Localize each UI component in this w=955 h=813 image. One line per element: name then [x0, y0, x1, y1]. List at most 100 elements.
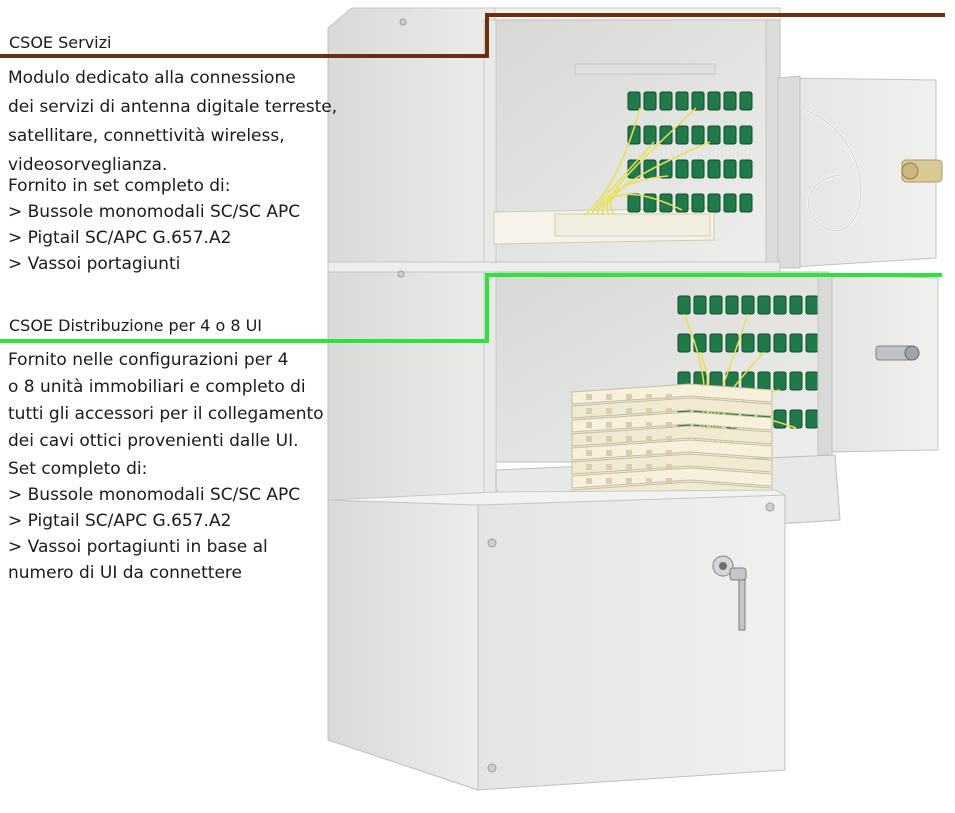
sc-adapter	[741, 333, 755, 353]
sc-adapter	[675, 159, 689, 179]
sc-adapter	[691, 125, 705, 145]
tray-slot	[626, 478, 632, 484]
sc-adapter	[789, 333, 803, 353]
servizi-description-line: dei servizi di antenna digitale terreste…	[8, 97, 338, 117]
sc-adapter	[739, 91, 753, 111]
sc-adapter	[691, 159, 705, 179]
sc-adapter	[805, 409, 819, 429]
servizi-sc-adapters	[584, 91, 753, 216]
tray-slot	[586, 478, 592, 484]
tray-slot	[626, 422, 632, 428]
sc-adapter	[627, 193, 641, 213]
tray-slot	[646, 436, 652, 442]
sc-adapter	[709, 333, 723, 353]
tray-slot	[606, 436, 612, 442]
sc-adapter	[789, 295, 803, 315]
sc-adapter	[773, 295, 787, 315]
sc-adapter	[723, 193, 737, 213]
distribuzione-description-line: dei cavi ottici provenienti dalle UI.	[8, 431, 299, 451]
sc-adapter	[805, 295, 819, 315]
tray-slot	[646, 478, 652, 484]
sc-adapter	[757, 371, 771, 391]
servizi-kit-line: > Vassoi portagiunti	[8, 254, 181, 274]
tray-slot	[666, 464, 672, 470]
servizi-description-line: videosorveglianza.	[8, 155, 168, 175]
sc-adapter	[725, 295, 739, 315]
tray-slot	[666, 450, 672, 456]
distribuzione-kit-list: Set completo di: > Bussole monomodali SC…	[8, 456, 300, 586]
sc-adapter	[805, 371, 819, 391]
servizi-title: CSOE Servizi	[9, 33, 112, 52]
sc-adapter	[789, 371, 803, 391]
splice-tray-stack	[571, 383, 773, 503]
sc-adapter	[707, 91, 721, 111]
servizi-description-line: Modulo dedicato alla connessione	[8, 68, 296, 88]
tray-slot	[586, 408, 592, 414]
tray-slot	[666, 478, 672, 484]
sc-adapter	[693, 295, 707, 315]
sc-adapter	[723, 159, 737, 179]
pigtail-fiber	[590, 141, 655, 216]
tray-slot	[586, 422, 592, 428]
distribuzione-description: Fornito nelle configurazioni per 4 o 8 u…	[8, 347, 324, 455]
distribuzione-description-line: Fornito nelle configurazioni per 4	[8, 350, 289, 370]
sc-adapter	[707, 193, 721, 213]
sc-adapter	[707, 159, 721, 179]
distribuzione-title: CSOE Distribuzione per 4 o 8 UI	[9, 316, 263, 335]
sc-adapter	[627, 91, 641, 111]
pigtail-fiber	[596, 175, 669, 216]
sc-adapter	[675, 91, 689, 111]
tray-slot	[646, 422, 652, 428]
tray-slot	[626, 450, 632, 456]
tray-slot	[626, 464, 632, 470]
servizi-module	[327, 7, 943, 269]
sc-adapter	[773, 371, 787, 391]
sc-adapter	[659, 159, 673, 179]
tray-slot	[666, 436, 672, 442]
tray-slot	[666, 394, 672, 400]
distribuzione-kit-line: > Pigtail SC/APC G.657.A2	[8, 511, 232, 531]
tray-slot	[646, 394, 652, 400]
servizi-description-line: satellitare, connettività wireless,	[8, 126, 285, 146]
sc-adapter	[805, 333, 819, 353]
pigtail-fiber	[606, 107, 697, 216]
sc-adapter	[739, 159, 753, 179]
tray-slot	[606, 478, 612, 484]
pigtail-fiber	[609, 141, 711, 216]
tray-slot	[586, 436, 592, 442]
servizi-kit-line: > Pigtail SC/APC G.657.A2	[8, 228, 232, 248]
sc-adapter	[677, 333, 691, 353]
tray-slot	[626, 436, 632, 442]
distribuzione-description-line: o 8 unità immobiliari e completo di	[8, 377, 306, 397]
tray-slot	[586, 464, 592, 470]
sc-adapter	[739, 125, 753, 145]
servizi-kit-line: > Bussole monomodali SC/SC APC	[8, 202, 301, 222]
distribuzione-description-line: tutti gli accessori per il collegamento	[8, 404, 324, 424]
pigtail-fiber	[584, 107, 641, 216]
sc-adapter	[691, 91, 705, 111]
sc-adapter	[789, 409, 803, 429]
distribuzione-kit-line: numero di UI da connettere	[8, 563, 242, 583]
tray-slot	[606, 450, 612, 456]
tray-slot	[666, 408, 672, 414]
sc-adapter	[693, 333, 707, 353]
servizi-description: Modulo dedicato alla connessione dei ser…	[8, 64, 337, 180]
tray-slot	[606, 464, 612, 470]
sc-adapter	[757, 295, 771, 315]
sc-adapter	[643, 125, 657, 145]
distribuzione-kit-line: > Bussole monomodali SC/SC APC	[8, 485, 301, 505]
tray-slot	[646, 464, 652, 470]
tray-slot	[646, 408, 652, 414]
tray-slot	[586, 450, 592, 456]
sc-adapter	[723, 125, 737, 145]
tray-slot	[606, 408, 612, 414]
sc-adapter	[643, 91, 657, 111]
sc-adapter	[675, 193, 689, 213]
distribuzione-callout-line	[0, 273, 942, 343]
tray-slot	[606, 394, 612, 400]
tray-slot	[666, 422, 672, 428]
sc-adapter	[675, 125, 689, 145]
servizi-kit-line: Fornito in set completo di:	[8, 176, 231, 196]
